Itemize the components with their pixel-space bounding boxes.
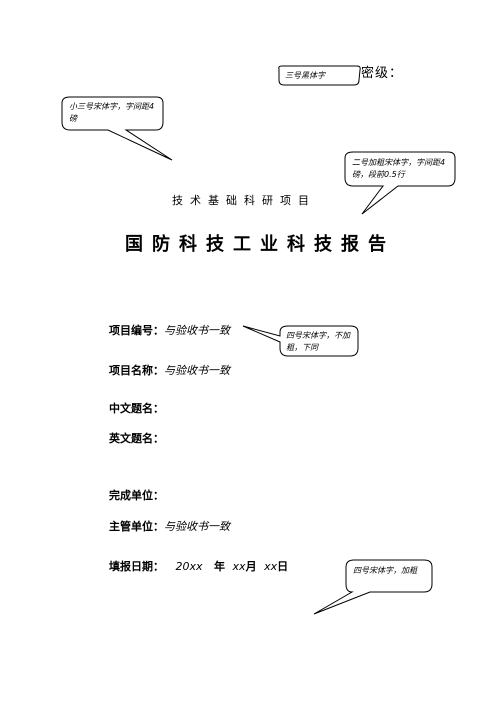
- callout-bubble-title: [344, 151, 456, 215]
- field-value[interactable]: 与验收书一致: [164, 520, 230, 533]
- field-completing-unit: 完成单位：: [109, 487, 164, 503]
- field-project-number: 项目编号：与验收书一致: [109, 322, 230, 338]
- field-label: 项目名称：: [109, 364, 164, 377]
- callout-secret-note: 三号黑体字: [285, 71, 325, 80]
- field-project-name: 项目名称：与验收书一致: [109, 362, 230, 378]
- field-fill-date: 填报日期： 20xx 年 xx月 xx日: [109, 558, 288, 574]
- callout-bubble-subtitle: [61, 96, 173, 161]
- field-english-title: 英文题名：: [109, 430, 164, 446]
- callout-subtitle-note: 小三号宋体字，字间距4磅: [69, 102, 155, 123]
- field-label: 中文题名：: [109, 402, 164, 415]
- field-value[interactable]: 与验收书一致: [164, 324, 230, 337]
- field-label: 英文题名：: [109, 432, 164, 445]
- callout-bubble-label: [313, 559, 433, 615]
- callout-bubble-field: [242, 325, 359, 357]
- report-subtitle: 技术基础科研项目: [172, 194, 316, 207]
- date-year-unit: 年: [214, 560, 226, 573]
- report-title: 国防科技工业科技报告: [125, 234, 395, 255]
- field-value[interactable]: 与验收书一致: [164, 364, 230, 377]
- callout-title-note: 二号加粗宋体字，字间距4磅，段前0.5行: [352, 158, 446, 179]
- field-label: 项目编号：: [109, 324, 164, 337]
- field-label: 主管单位：: [109, 520, 164, 533]
- callout-label-note: 四号宋体字，加粗: [353, 566, 417, 575]
- date-day[interactable]: xx: [264, 560, 278, 573]
- date-year[interactable]: 20xx: [175, 560, 203, 573]
- date-month-unit: 月: [245, 560, 257, 573]
- field-supervising-unit: 主管单位：与验收书一致: [109, 518, 230, 534]
- secret-level-label: 密级：: [361, 66, 404, 81]
- field-label: 完成单位：: [109, 489, 164, 502]
- callout-bubble-secret: [278, 65, 361, 86]
- field-label: 填报日期：: [109, 560, 164, 573]
- date-month[interactable]: xx: [232, 560, 246, 573]
- callout-field-note: 四号宋体字，不加粗，下同: [286, 331, 350, 352]
- field-chinese-title: 中文题名：: [109, 400, 164, 416]
- date-day-unit: 日: [277, 560, 289, 573]
